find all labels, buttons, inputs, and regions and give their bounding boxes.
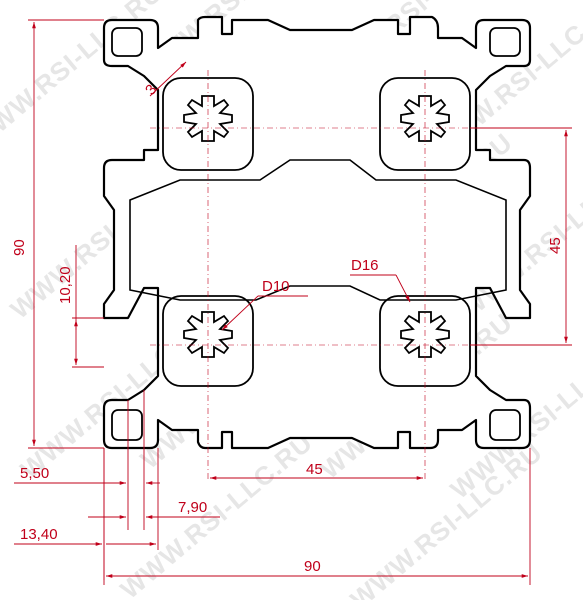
watermark-14: WWW.RSI-LLC.RU [345, 437, 549, 600]
corner-cavity-bottom-right [489, 409, 521, 441]
central-cavity [129, 159, 507, 301]
corner-cavity-top-right [489, 27, 521, 57]
label-slot-opening: 7,90 [178, 499, 207, 516]
label-overall-height: 90 [11, 239, 28, 256]
profile-outer-contour [102, 15, 532, 450]
label-slot-width: 5,50 [20, 465, 49, 482]
label-spacing-horizontal: 45 [306, 461, 323, 478]
d16-leader [395, 274, 411, 303]
profile-outline [102, 15, 532, 450]
label-bore-large: D16 [351, 257, 379, 274]
label-slot-depth: 13,40 [20, 526, 58, 543]
corner-cavity-top-left [111, 27, 143, 57]
dimension-lines [14, 19, 572, 585]
d10-leader [221, 295, 259, 331]
label-bore-small: D10 [262, 278, 290, 295]
corner-cavity-bottom-left [111, 409, 143, 441]
wall-leader [149, 61, 187, 97]
label-spacing-vertical: 45 [547, 237, 564, 254]
label-overall-width: 90 [304, 558, 321, 575]
label-slot-offset: 10,20 [57, 266, 74, 304]
